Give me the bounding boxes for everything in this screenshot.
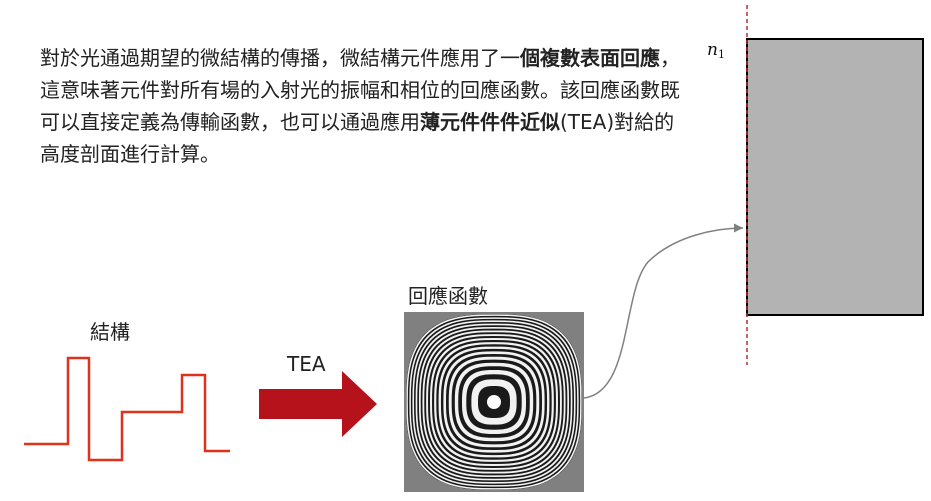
medium-block [746, 38, 924, 316]
connector-arrow [583, 223, 744, 399]
description-paragraph: 對於光通過期望的微結構的傳播，微結構元件應用了一個複數表面回應，這意味著元件對所… [40, 42, 680, 170]
tea-arrow [259, 371, 377, 437]
response-function-pattern [404, 312, 584, 492]
paragraph-text-1: 對於光通過期望的微結構的傳播，微結構元件應用了一 [40, 46, 520, 70]
tea-label: TEA [287, 352, 326, 376]
paragraph-bold-complex-response: 個複數表面回應 [520, 46, 660, 70]
paragraph-text-3: (TEA)對給的高度剖面進行計算。 [40, 110, 675, 166]
paragraph-text-2: ，這意味著元件對所有場的入射光的振幅和相位的回應函數。該回應函數既可以直接定義為… [40, 46, 680, 134]
paragraph-bold-tea: 薄元件件件近似 [420, 110, 560, 134]
n1-label: n1 [707, 40, 725, 61]
fringe-center [487, 395, 501, 409]
height-profile-line [24, 356, 230, 462]
structure-label: 結構 [90, 320, 130, 344]
response-function-label: 回應函數 [408, 284, 488, 308]
